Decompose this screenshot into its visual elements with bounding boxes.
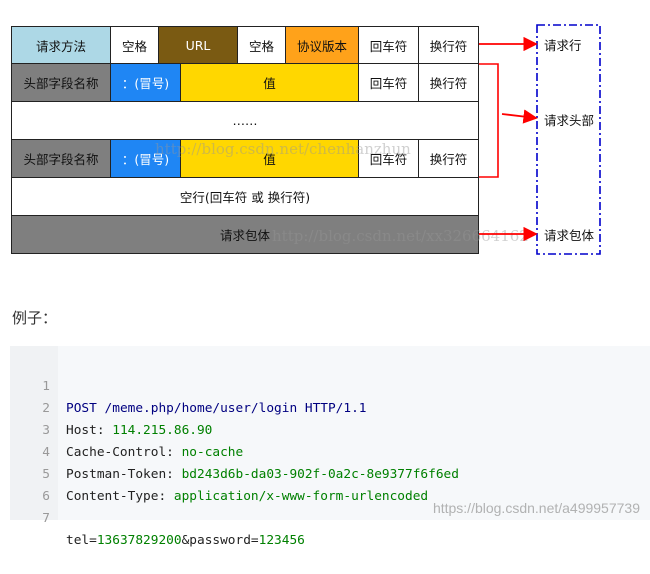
line-number: 3 [42, 423, 50, 438]
colon-cell: ：(冒号) [110, 63, 181, 102]
http-version: HTTP/1.1 [297, 401, 367, 416]
line-number: 2 [42, 401, 50, 416]
request-body-row: 请求包体 [11, 215, 479, 254]
code-line: 7 tel=13637829200&password=123456 [10, 486, 305, 548]
line-number: 1 [42, 379, 50, 394]
request-method-cell: 请求方法 [11, 26, 111, 64]
header-key: Host: [66, 423, 113, 438]
header-key: Postman-Token: [66, 467, 182, 482]
header-value: application/x-www-form-urlencoded [173, 489, 429, 504]
header-value-cell: 值 [180, 63, 359, 102]
url-cell: URL [158, 26, 238, 64]
code-block: 1 POST /meme.php/home/user/login HTTP/1.… [10, 346, 650, 548]
request-headers-label: 请求头部 [544, 113, 595, 128]
code-line: 4 Postman-Token: bd243d6b-da03-902f-0a2c… [10, 420, 459, 482]
header-field-name-cell: 头部字段名称 [11, 63, 111, 102]
header-value: bd243d6b-da03-902f-0a2c-8e9377f6f6ed [181, 467, 459, 482]
carriage-return-cell: 回车符 [358, 26, 419, 64]
body-param-value: 13637829200 [96, 533, 182, 548]
header-key: Content-Type: [66, 489, 174, 504]
http-request-format-diagram: 请求方法 空格 URL 空格 协议版本 回车符 换行符 头部字段名称 ：(冒号)… [0, 0, 650, 270]
space-cell-2: 空格 [237, 26, 286, 64]
line-feed-cell: 换行符 [418, 139, 479, 178]
http-method: POST [66, 401, 97, 416]
header-field-name-cell: 头部字段名称 [11, 139, 111, 178]
space-cell-1: 空格 [110, 26, 159, 64]
line-number: 7 [42, 511, 50, 526]
carriage-return-cell: 回车符 [358, 139, 419, 178]
body-param-value: 123456 [258, 533, 305, 548]
header-value-cell: 值 [180, 139, 359, 178]
header-value: no-cache [181, 445, 244, 460]
code-line: 1 POST /meme.php/home/user/login HTTP/1.… [10, 354, 366, 416]
line-feed-cell: 换行符 [418, 63, 479, 102]
header-value: 114.215.86.90 [112, 423, 213, 438]
code-line: 3 Cache-Control: no-cache [10, 398, 243, 460]
colon-cell: ：(冒号) [110, 139, 181, 178]
line-number: 5 [42, 467, 50, 482]
footer-watermark: https://blog.csdn.net/a499957739 [432, 500, 640, 516]
line-feed-cell: 换行符 [418, 26, 479, 64]
line-number: 6 [42, 489, 50, 504]
body-param-key: &password= [181, 533, 259, 548]
code-line: 6 [10, 464, 50, 504]
request-line-label: 请求行 [544, 38, 582, 53]
request-path: /meme.php/home/user/login [96, 401, 298, 416]
request-body-label: 请求包体 [544, 228, 595, 243]
code-line: 5 Content-Type: application/x-www-form-u… [10, 442, 428, 504]
header-key: Cache-Control: [66, 445, 182, 460]
blank-line-row: 空行(回车符 或 换行符) [11, 177, 479, 216]
code-line: 2 Host: 114.215.86.90 [10, 376, 212, 438]
protocol-version-cell: 协议版本 [285, 26, 359, 64]
line-number: 4 [42, 445, 50, 460]
carriage-return-cell: 回车符 [358, 63, 419, 102]
line-number-gutter [10, 346, 58, 520]
ellipsis-row: …… [11, 101, 479, 140]
body-param-key: tel= [66, 533, 97, 548]
example-heading: 例子： [12, 309, 58, 327]
